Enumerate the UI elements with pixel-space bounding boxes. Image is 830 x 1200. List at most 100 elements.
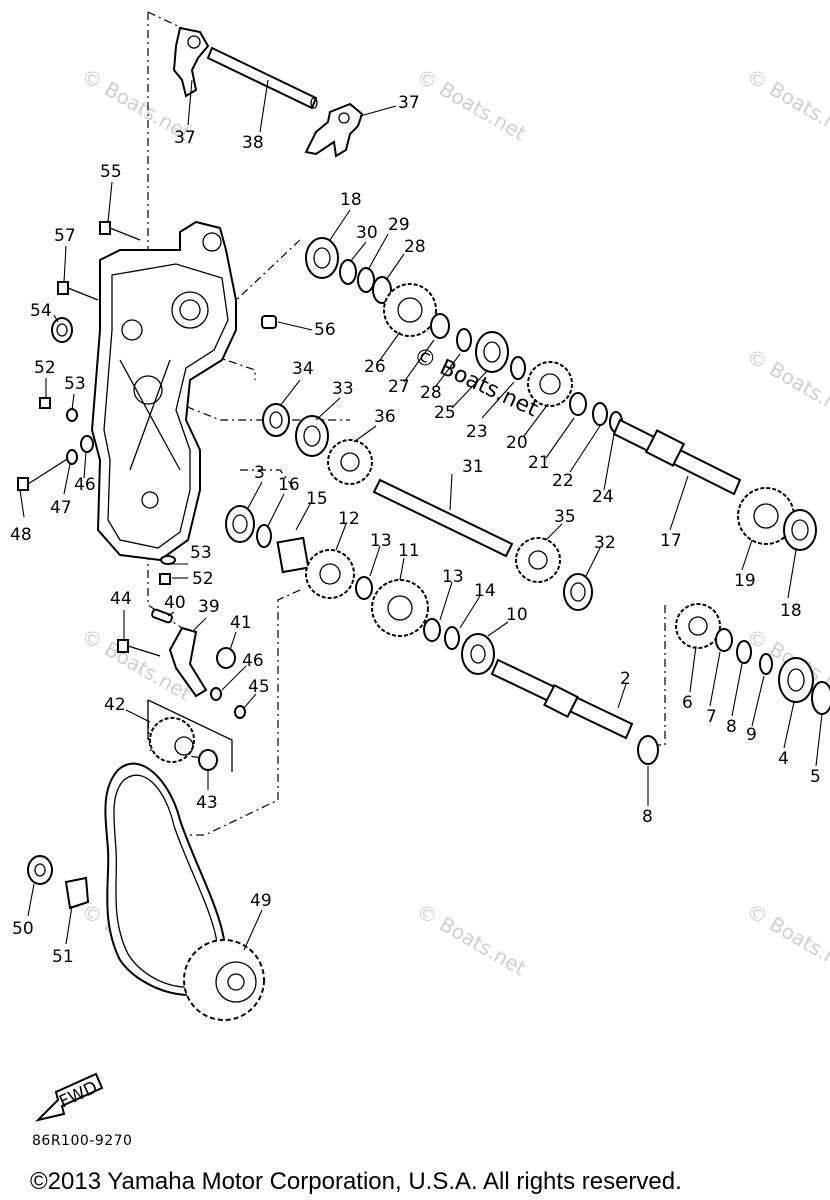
shift-fork-shaft	[206, 46, 318, 110]
shaft-31	[372, 478, 514, 558]
callout-45: 45	[248, 677, 270, 697]
callout-18-upper: 18	[340, 190, 362, 210]
callout-51: 51	[52, 947, 74, 967]
callout-56: 56	[314, 320, 336, 340]
callout-30: 30	[356, 223, 378, 243]
callout-8-upper: 8	[726, 717, 737, 737]
gear-10	[461, 633, 495, 675]
drive-shaft-17	[612, 418, 742, 496]
seal-34	[262, 403, 290, 437]
callout-27: 27	[388, 377, 410, 397]
callout-33: 33	[332, 379, 354, 399]
callout-4: 4	[778, 749, 789, 769]
callout-25: 25	[434, 403, 456, 423]
shift-fork-left	[172, 26, 210, 98]
callout-13-lower: 13	[442, 567, 464, 587]
callout-7: 7	[706, 707, 717, 727]
washer-28-upper	[372, 276, 392, 304]
gear-12	[305, 549, 355, 599]
washer-22	[592, 402, 608, 426]
drawing-code: 86R100-9270	[32, 1133, 133, 1149]
nut-50	[27, 855, 53, 885]
callout-36: 36	[374, 407, 396, 427]
callout-49: 49	[250, 891, 272, 911]
callout-5: 5	[810, 767, 821, 787]
callout-41: 41	[230, 613, 252, 633]
washer-53-lower	[160, 555, 176, 565]
gear-26	[383, 283, 437, 337]
washer-14	[444, 626, 460, 650]
lever-39	[168, 626, 208, 698]
callout-labels: 37 38 37 55 57 54 52 53 48 47 46 56 18 3…	[10, 93, 821, 967]
washer-28-lower	[456, 328, 472, 352]
plug-52	[39, 397, 51, 409]
callout-3: 3	[254, 463, 265, 483]
watermark: © Boats.net	[743, 344, 830, 426]
bearing-4	[778, 657, 814, 703]
washer-8-lower	[637, 735, 659, 765]
callout-34: 34	[292, 359, 314, 379]
callout-37-left: 37	[174, 128, 196, 148]
shift-fork-right	[304, 102, 364, 158]
callout-20: 20	[506, 433, 528, 453]
bolt-44	[117, 639, 161, 657]
washer-47	[66, 449, 78, 465]
callout-15: 15	[306, 489, 328, 509]
callout-9: 9	[746, 725, 757, 745]
bearing-3	[225, 505, 255, 543]
callout-53-upper: 53	[64, 374, 86, 394]
gear-20	[527, 361, 573, 407]
callout-11: 11	[398, 541, 420, 561]
bearing-32	[563, 573, 593, 611]
plug-52-lower	[159, 573, 171, 585]
seal-54	[51, 317, 73, 343]
main-shaft-2	[490, 658, 634, 740]
callout-22: 22	[552, 471, 574, 491]
watermark: © Boats.net	[743, 899, 830, 981]
callout-35: 35	[554, 507, 576, 527]
washer-51	[64, 876, 90, 910]
callout-10: 10	[506, 605, 528, 625]
collar-15	[276, 536, 310, 574]
circlip-9	[759, 653, 773, 675]
callout-2: 2	[620, 669, 631, 689]
callout-32: 32	[594, 533, 616, 553]
nut-45	[234, 705, 246, 719]
bolt-48	[17, 455, 73, 491]
bearing-18-upper	[305, 237, 339, 279]
callout-31: 31	[462, 457, 484, 477]
bolt-57	[57, 281, 99, 301]
gear-6	[675, 603, 721, 649]
bushing-13-lower	[423, 618, 441, 642]
callout-52-lower: 52	[192, 569, 214, 589]
washer-16	[256, 524, 272, 548]
callout-28-upper: 28	[404, 237, 426, 257]
callout-29: 29	[388, 215, 410, 235]
forward-arrow-icon: FWD	[34, 1072, 104, 1122]
callout-18-lower: 18	[780, 601, 802, 621]
callout-24: 24	[592, 487, 614, 507]
callout-43: 43	[196, 793, 218, 813]
gear-35	[515, 537, 561, 583]
callout-38: 38	[242, 133, 264, 153]
gear-25	[475, 331, 509, 373]
watermark: © Boats.net	[743, 64, 830, 146]
bushing-27	[430, 313, 450, 339]
callout-19: 19	[734, 571, 756, 591]
callout-53-lower: 53	[190, 543, 212, 563]
washer-46-lower	[210, 687, 222, 701]
callout-44: 44	[110, 589, 132, 609]
callout-54: 54	[30, 301, 52, 321]
sprocket-49	[183, 939, 265, 1021]
callout-37-right: 37	[398, 93, 420, 113]
bracket-42-43	[147, 699, 233, 772]
washer-8-upper	[736, 640, 752, 664]
callout-14: 14	[474, 581, 496, 601]
callout-8-lower: 8	[642, 807, 653, 827]
callout-50: 50	[12, 919, 34, 939]
callout-16: 16	[278, 475, 300, 495]
callout-46-lower: 46	[242, 651, 264, 671]
callout-42: 42	[104, 695, 126, 715]
watermark: © Boats.net	[413, 899, 531, 981]
